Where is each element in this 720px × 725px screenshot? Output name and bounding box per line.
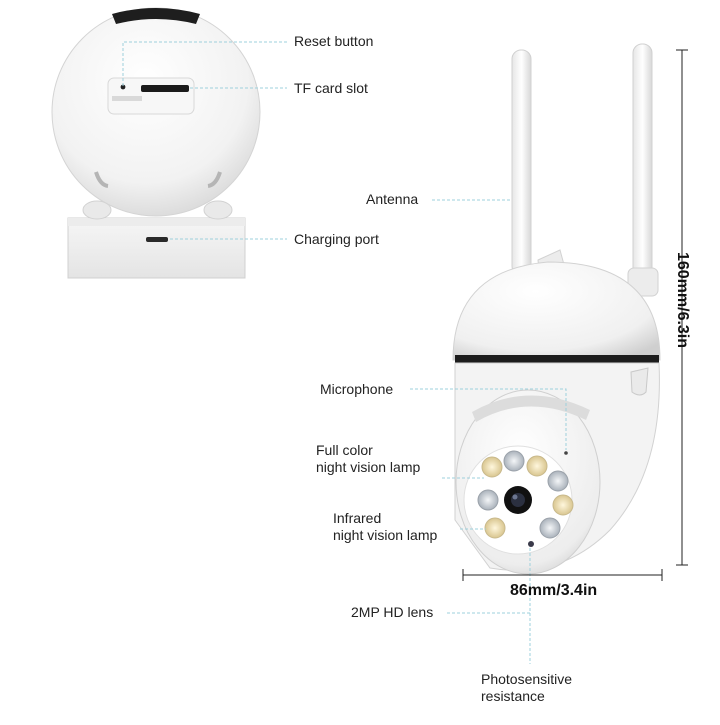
tf-slot-icon [141,85,189,92]
width-dimension: 86mm/3.4in [510,582,598,599]
usb-port-icon [146,237,168,242]
height-dimension: 160mm/6.3in [674,251,691,349]
led-ring [477,450,574,539]
mic-hole-icon [564,451,568,455]
label-photosensitive-line1: Photosensitive [481,671,573,687]
label-lens: 2MP HD lens [351,604,434,620]
dimension-lines [462,49,688,581]
front-view-camera [452,43,661,575]
reset-hole-icon [120,84,126,90]
photoresistor-icon [528,541,534,547]
antenna-right [632,43,653,281]
label-tf-card-slot: TF card slot [294,80,368,96]
label-infrared-line2: night vision lamp [333,527,438,543]
label-reset-button: Reset button [294,33,374,49]
label-antenna: Antenna [366,191,419,207]
label-full-color-line1: Full color [316,442,373,458]
label-full-color-line2: night vision lamp [316,459,421,475]
back-view-camera [51,7,261,279]
label-photosensitive-line2: resistance [481,688,545,704]
label-microphone: Microphone [320,381,394,397]
label-infrared-line1: Infrared [333,510,382,526]
leader-lines [122,41,567,664]
label-charging-port: Charging port [294,231,379,247]
antenna-left [511,49,532,276]
